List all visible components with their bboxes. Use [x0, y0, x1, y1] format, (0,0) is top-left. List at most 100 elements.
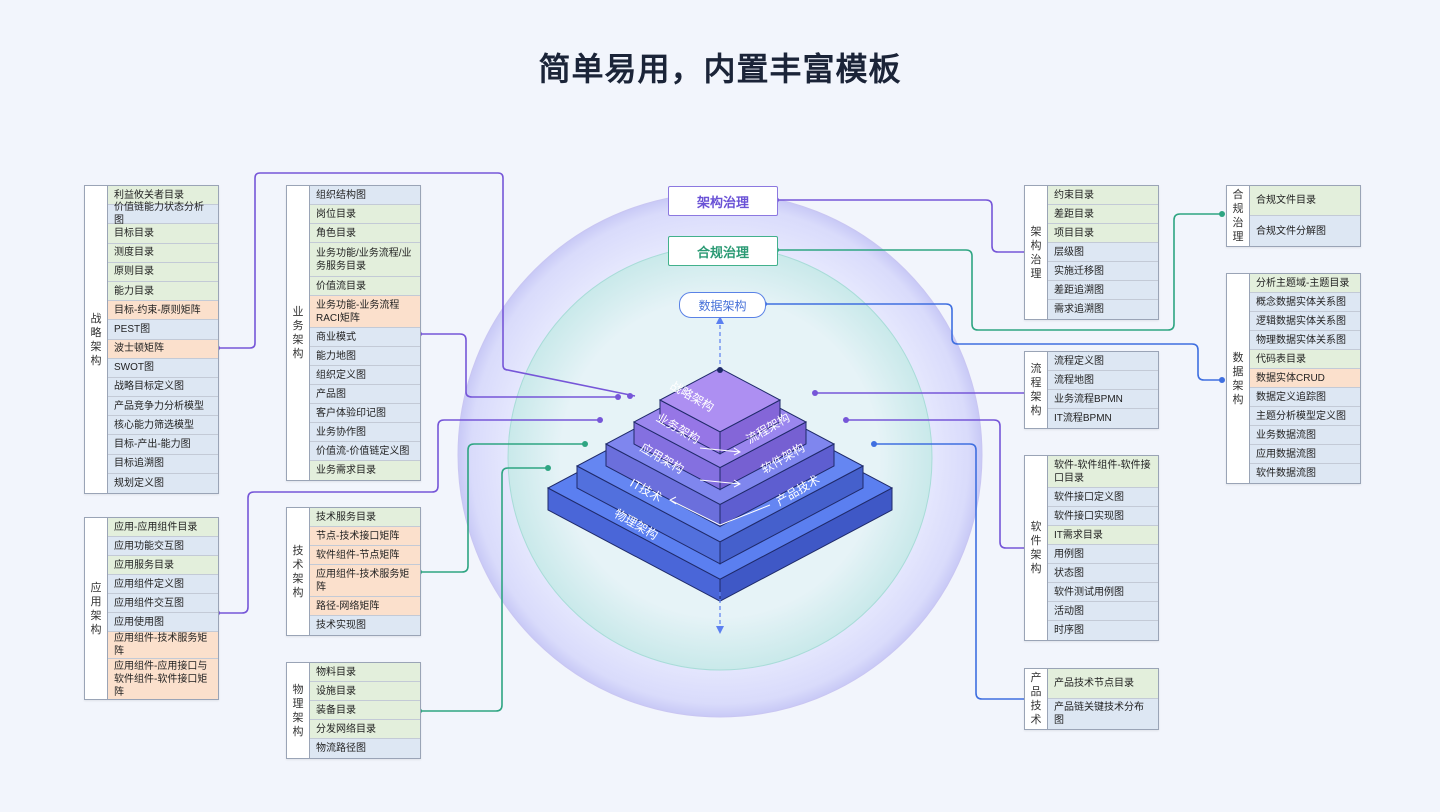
panel-row[interactable]: 能力地图 — [310, 347, 420, 366]
architecture-governance-tag[interactable]: 架构治理 — [668, 186, 778, 216]
panel-row[interactable]: 原则目录 — [108, 262, 218, 282]
panel-label: 产品技术 — [1025, 669, 1048, 729]
panel-row[interactable]: 产品图 — [310, 385, 420, 404]
panel-row[interactable]: IT流程BPMN — [1048, 409, 1158, 428]
panel-row[interactable]: 业务流程BPMN — [1048, 390, 1158, 409]
panel-label-text: 应用架构 — [90, 581, 102, 636]
panel-row[interactable]: 目标目录 — [108, 224, 218, 244]
panel-row[interactable]: 分发网络目录 — [310, 720, 420, 739]
panel-row[interactable]: 代码表目录 — [1250, 350, 1360, 369]
panel-label: 软件架构 — [1025, 456, 1048, 640]
panel-row[interactable]: 技术实现图 — [310, 616, 420, 635]
panel-row[interactable]: 主题分析模型定义图 — [1250, 407, 1360, 426]
panel-row[interactable]: 业务功能/业务流程/业务服务目录 — [310, 243, 420, 277]
panel-row[interactable]: 路径-网络矩阵 — [310, 597, 420, 616]
panel-row[interactable]: 目标-约束-原则矩阵 — [108, 301, 218, 321]
panel-row[interactable]: 软件接口实现图 — [1048, 507, 1158, 526]
panel-row[interactable]: 数据实体CRUD — [1250, 369, 1360, 388]
panel-row[interactable]: 用例图 — [1048, 545, 1158, 564]
panel-row[interactable]: 应用服务目录 — [108, 556, 218, 575]
panel-row[interactable]: 规划定义图 — [108, 473, 218, 493]
panel-row[interactable]: 时序图 — [1048, 621, 1158, 640]
panel-row[interactable]: 约束目录 — [1048, 186, 1158, 205]
panel-row[interactable]: 客户体验印记图 — [310, 404, 420, 423]
panel-row[interactable]: PEST图 — [108, 320, 218, 340]
panel-row[interactable]: 应用组件交互图 — [108, 594, 218, 613]
panel-row[interactable]: 实施迁移图 — [1048, 262, 1158, 281]
panel-row[interactable]: 分析主题域-主题目录 — [1250, 274, 1360, 293]
panel-row[interactable]: 核心能力筛选模型 — [108, 416, 218, 436]
data-link — [764, 303, 1222, 381]
panel-row[interactable]: 项目目录 — [1048, 224, 1158, 243]
panel-row[interactable]: 应用功能交互图 — [108, 537, 218, 556]
panel-row[interactable]: 流程定义图 — [1048, 352, 1158, 371]
panel-row[interactable]: 能力目录 — [108, 281, 218, 302]
panel-row[interactable]: 逻辑数据实体关系图 — [1250, 312, 1360, 331]
panel-row[interactable]: 组织定义图 — [310, 366, 420, 385]
panel-row[interactable]: 合规文件分解图 — [1250, 216, 1360, 246]
panel-row[interactable]: 软件数据流图 — [1250, 464, 1360, 483]
panel-row[interactable]: 软件组件-节点矩阵 — [310, 546, 420, 565]
panel-row[interactable]: 软件接口定义图 — [1048, 488, 1158, 507]
panel-row[interactable]: 应用组件定义图 — [108, 575, 218, 594]
panel-label: 架构治理 — [1025, 186, 1048, 319]
panel-row[interactable]: 差距目录 — [1048, 205, 1158, 224]
panel-row[interactable]: 产品链关键技术分布图 — [1048, 699, 1158, 729]
panel-row[interactable]: SWOT图 — [108, 358, 218, 378]
panel-row[interactable]: 产品技术节点目录 — [1048, 669, 1158, 699]
panel-row[interactable]: 差距追溯图 — [1048, 281, 1158, 300]
panel-row[interactable]: 流程地图 — [1048, 371, 1158, 390]
connector-dot — [1219, 211, 1225, 217]
panel-row[interactable]: 物料目录 — [310, 663, 420, 682]
panel-row[interactable]: 价值流目录 — [310, 277, 420, 296]
panel-row[interactable]: 产品竞争力分析模型 — [108, 397, 218, 417]
panel-label: 技术架构 — [287, 508, 310, 635]
panel-label-text: 架构治理 — [1030, 225, 1042, 280]
panel-row[interactable]: 商业模式 — [310, 328, 420, 347]
panel-row[interactable]: 设施目录 — [310, 682, 420, 701]
panel-row[interactable]: 合规文件目录 — [1250, 186, 1360, 216]
panel-row[interactable]: 应用数据流图 — [1250, 445, 1360, 464]
panel-row[interactable]: 业务协作图 — [310, 423, 420, 442]
panel-row[interactable]: 应用组件-应用接口与软件组件-软件接口矩阵 — [108, 659, 218, 699]
panel-row[interactable]: 技术服务目录 — [310, 508, 420, 527]
panel-row[interactable]: 应用-应用组件目录 — [108, 518, 218, 537]
panel-row[interactable]: 业务需求目录 — [310, 461, 420, 480]
panel-label: 战略架构 — [85, 186, 108, 493]
panel-row[interactable]: 软件-软件组件-软件接口目录 — [1048, 456, 1158, 488]
panel-row[interactable]: 业务数据流图 — [1250, 426, 1360, 445]
panel-row[interactable]: 应用使用图 — [108, 613, 218, 632]
panel-row[interactable]: 价值链能力状态分析图 — [108, 202, 218, 226]
panel-row[interactable]: 节点-技术接口矩阵 — [310, 527, 420, 546]
panel-row[interactable]: 利益攸关者目录 — [108, 186, 218, 206]
panel-row[interactable]: IT需求目录 — [1048, 526, 1158, 545]
panel-row[interactable]: 数据定义追踪图 — [1250, 388, 1360, 407]
panel-row[interactable]: 活动图 — [1048, 602, 1158, 621]
data-architecture-tag[interactable]: 数据架构 — [679, 292, 766, 318]
panel-row[interactable]: 软件测试用例图 — [1048, 583, 1158, 602]
panel-row[interactable]: 岗位目录 — [310, 205, 420, 224]
data-panel: 数据架构分析主题域-主题目录概念数据实体关系图逻辑数据实体关系图物理数据实体关系… — [1226, 273, 1361, 484]
panel-row[interactable]: 层级图 — [1048, 243, 1158, 262]
panel-row[interactable]: 价值流-价值链定义图 — [310, 442, 420, 461]
panel-row[interactable]: 应用组件-技术服务矩阵 — [108, 632, 218, 659]
panel-row[interactable]: 物理数据实体关系图 — [1250, 331, 1360, 350]
panel-row[interactable]: 测度目录 — [108, 243, 218, 263]
compliance-governance-tag[interactable]: 合规治理 — [668, 236, 778, 266]
panel-row[interactable]: 物流路径图 — [310, 739, 420, 758]
panel-row[interactable]: 波士顿矩阵 — [108, 339, 218, 359]
panel-row[interactable]: 目标追溯图 — [108, 454, 218, 474]
panel-row[interactable]: 状态图 — [1048, 564, 1158, 583]
panel-row[interactable]: 需求追溯图 — [1048, 300, 1158, 319]
data-axis-up-arrow — [716, 316, 724, 324]
panel-row[interactable]: 装备目录 — [310, 701, 420, 720]
panel-row[interactable]: 角色目录 — [310, 224, 420, 243]
panel-row[interactable]: 概念数据实体关系图 — [1250, 293, 1360, 312]
panel-row[interactable]: 目标-产出-能力图 — [108, 435, 218, 455]
panel-row[interactable]: 应用组件-技术服务矩阵 — [310, 565, 420, 597]
panel-row[interactable]: 业务功能-业务流程RACI矩阵 — [310, 296, 420, 328]
product-link — [874, 443, 1024, 700]
panel-row[interactable]: 战略目标定义图 — [108, 377, 218, 398]
panel-row[interactable]: 组织结构图 — [310, 186, 420, 205]
